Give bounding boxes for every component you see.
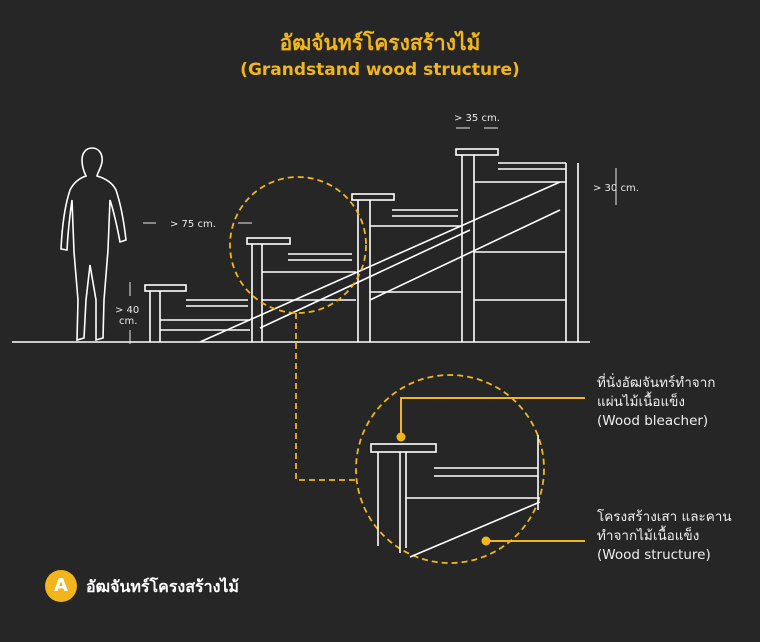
dim-first-step-2: cm. (119, 316, 137, 327)
zoomed-detail (370, 435, 541, 558)
callout-label-bleacher: ที่นั่งอัฒจันทร์ทำจาก แผ่นไม้เนื้อแข็ง (… (597, 375, 716, 429)
callout-line-bleacher (400, 397, 585, 437)
zoom-diagonal (409, 501, 541, 558)
highlight-circle-large (355, 374, 545, 564)
badge-caption: อัฒจันทร์โครงสร้างไม้ (86, 577, 239, 596)
title-english: (Grandstand wood structure) (240, 60, 520, 80)
callout-dot-bleacher (396, 432, 406, 442)
dim-tread-depth: > 75 cm. (170, 219, 216, 230)
grandstand-structure (12, 147, 590, 343)
diagonal-brace-3 (369, 209, 561, 301)
dim-riser-right: > 30 cm. (593, 183, 639, 194)
badge-a: A (45, 570, 77, 602)
callout-dot-structure (481, 536, 491, 546)
bench-4-cap (455, 148, 499, 156)
title-thai: อัฒจันทร์โครงสร้างไม้ (279, 31, 481, 55)
diagonal-brace-1 (199, 181, 561, 343)
bench-3-cap (351, 193, 395, 201)
diagonal-brace-2 (259, 229, 471, 329)
dim-top-width: > 35 cm. (454, 113, 500, 124)
person-silhouette (60, 147, 127, 342)
bench-1-cap (144, 284, 187, 292)
bench-2-cap (246, 237, 291, 245)
leader-line (295, 313, 356, 481)
zoom-bench-cap (370, 443, 437, 453)
highlight-circle-small (229, 176, 367, 314)
dim-first-step-1: > 40 (115, 305, 139, 316)
dimension-marks (129, 127, 617, 344)
callout-label-structure: โครงสร้างเสา และคาน ทำจากไม้เนื้อแข็ง (W… (597, 509, 732, 563)
